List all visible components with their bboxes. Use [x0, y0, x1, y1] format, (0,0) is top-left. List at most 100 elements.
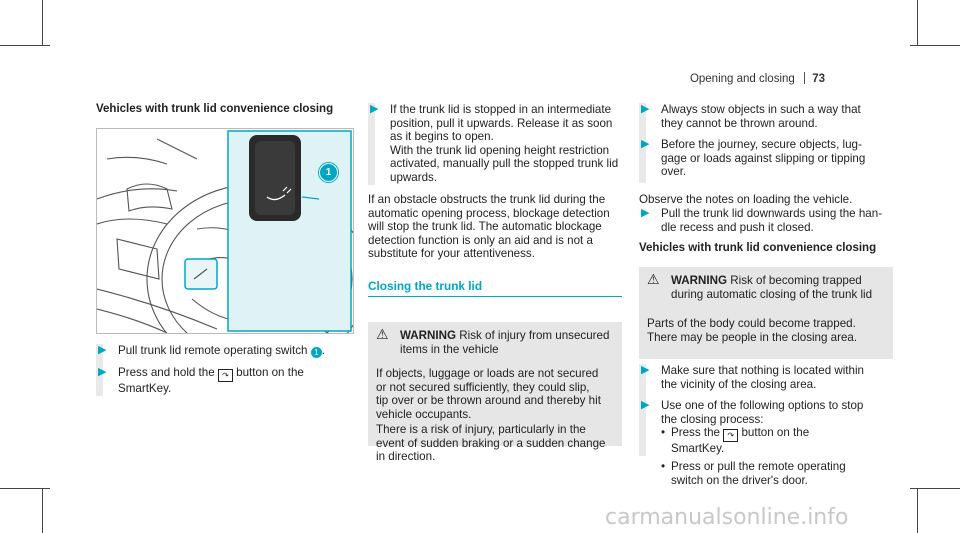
para-line: automatic opening process, blockage dete… [368, 206, 610, 220]
step-text: Use one of the following options to stop [661, 399, 864, 413]
bullet-text: switch on the driver's door. [671, 473, 808, 487]
warning-icon: ⚠ [376, 326, 389, 342]
step-text: dle recess and push it closed. [661, 220, 814, 234]
callout-badge: 1 [319, 163, 338, 182]
bullet-text: Press or pull the remote operating [671, 459, 846, 473]
watermark: carmanualsonline.info [605, 505, 849, 530]
crop-mark [0, 45, 50, 46]
bullet-text: button on the [741, 426, 810, 440]
step-text: . [321, 344, 325, 357]
step-col2: ▶ If the trunk lid is stopped in an inte… [368, 103, 628, 185]
crop-mark [42, 0, 43, 46]
warning-header: WARNING Risk of becoming trapped during … [671, 274, 891, 301]
crop-mark [917, 488, 918, 533]
header-divider [804, 72, 805, 84]
warning-line: or not secured sufficiently, they could … [376, 380, 590, 394]
callout-badge: 1 [310, 347, 322, 358]
bullet-icon: • [661, 426, 666, 440]
page-number: 73 [812, 73, 825, 85]
warning-title-text: items in the vehicle [400, 342, 499, 356]
crop-mark [917, 0, 918, 46]
step-text: they cannot be thrown around. [661, 116, 818, 130]
steps-col1: ▶ Pull trunk lid remote operating switch… [96, 344, 356, 396]
crop-mark [910, 45, 960, 46]
step-item: ▶ Make sure that nothing is located with… [639, 364, 899, 391]
warning-line: If objects, luggage or loads are not sec… [376, 367, 599, 380]
warning-line: vehicle occupants. [376, 407, 472, 421]
warning-title: WARNING [400, 329, 457, 342]
step-text: as it begins to open. [390, 130, 494, 144]
sidebar-bar [368, 103, 375, 185]
warning-title: WARNING [671, 274, 728, 287]
crop-mark [42, 488, 43, 533]
bullet-icon: • [661, 459, 666, 473]
warning-line: in direction. [376, 450, 436, 464]
sidebar-bar [639, 364, 646, 456]
step-text: Before the journey, secure objects, lug- [661, 138, 862, 152]
crop-mark [0, 488, 50, 489]
para-line: If an obstacle obstructs the trunk lid d… [368, 193, 606, 206]
para-line: substitute for your attentiveness. [368, 247, 535, 261]
step-text: button on the [236, 366, 304, 379]
step-text: gage or loads against slipping or tippin… [661, 151, 866, 165]
bullet-item: • Press the ↷ button on the SmartKey. [639, 426, 899, 456]
arrow-icon: ▶ [370, 103, 379, 115]
heading-rule [368, 296, 622, 297]
page-header: Opening and closing 73 [690, 72, 825, 87]
warning-body: If objects, luggage or loads are not sec… [376, 367, 620, 421]
step-item: ▶ If the trunk lid is stopped in an inte… [368, 103, 628, 185]
section-heading: Vehicles with trunk lid convenience clos… [96, 103, 334, 115]
warning-body: Parts of the body could become trapped. … [647, 317, 891, 344]
steering-wheel-illustration [96, 130, 368, 375]
steps-col3b: ▶ Make sure that nothing is located with… [639, 364, 899, 487]
step-text: Press and hold the [118, 366, 215, 379]
step-item: ▶ Always stow objects in such a way that… [639, 103, 899, 130]
steps-col3a: ▶ Always stow objects in such a way that… [639, 103, 899, 183]
sidebar-bar [96, 344, 103, 396]
callout-number: 1 [325, 167, 332, 178]
step-text: Always stow objects in such a way that [661, 103, 861, 116]
para-line: will stop the trunk lid. The automatic b… [368, 220, 602, 234]
bullet-text: Press the [671, 426, 720, 440]
callout-number: 1 [313, 348, 319, 357]
warning-title-text: Risk of becoming trapped [730, 274, 862, 287]
warning-box: ⚠ WARNING Risk of becoming trapped durin… [639, 267, 893, 359]
step-text: Make sure that nothing is located within [661, 364, 865, 377]
bullet-item: • Press or pull the remote operating swi… [639, 460, 899, 487]
illustration: 1 [96, 128, 368, 375]
step-text: SmartKey. [118, 382, 172, 395]
section-heading: Vehicles with trunk lid convenience clos… [639, 242, 877, 254]
paragraph: If an obstacle obstructs the trunk lid d… [368, 193, 628, 261]
observe-text: Observe the notes on loading the vehicle… [639, 193, 853, 206]
arrow-icon: ▶ [641, 207, 650, 219]
arrow-icon: ▶ [98, 366, 107, 378]
warning-icon: ⚠ [647, 271, 660, 287]
step-text: Pull the trunk lid downwards using the h… [661, 207, 883, 220]
step-item: ▶ Pull the trunk lid downwards using the… [639, 207, 921, 234]
step-item: ▶ Press and hold the ↷ button on the Sma… [96, 366, 356, 396]
step-item: ▶ Before the journey, secure objects, lu… [639, 138, 899, 179]
warning-line: Parts of the body could become trapped. [647, 317, 856, 330]
step-text: Pull trunk lid remote operating switch [118, 344, 308, 357]
crop-mark [910, 488, 960, 489]
warning-line: event of sudden braking or a sudden chan… [376, 436, 606, 450]
arrow-icon: ▶ [641, 103, 650, 115]
trunk-button-icon: ↷ [723, 429, 739, 443]
bullet-text: SmartKey. [671, 442, 725, 456]
warning-title-text: during automatic closing of the trunk li… [671, 287, 873, 301]
step-item: ▶ Use one of the following options to st… [639, 399, 899, 426]
warning-title-text: Risk of injury from unsecured [459, 329, 610, 342]
arrow-icon: ▶ [641, 364, 650, 376]
step-item: ▶ Pull trunk lid remote operating switch… [96, 344, 356, 358]
warning-box: ⚠ WARNING Risk of injury from unsecured … [368, 322, 622, 463]
step-text: the vicinity of the closing area. [661, 377, 817, 391]
arrow-icon: ▶ [641, 138, 650, 151]
section-title: Opening and closing [689, 73, 795, 85]
step-text: position, pull it upwards. Release it as… [390, 116, 613, 130]
warning-header: WARNING Risk of injury from unsecured it… [400, 329, 620, 356]
arrow-icon: ▶ [98, 344, 107, 356]
subsection-heading: Closing the trunk lid [368, 279, 483, 293]
step-text: If the trunk lid is stopped in an interm… [390, 103, 612, 116]
arrow-icon: ▶ [641, 399, 650, 412]
para-line: detection function is only an aid and is… [368, 233, 593, 247]
